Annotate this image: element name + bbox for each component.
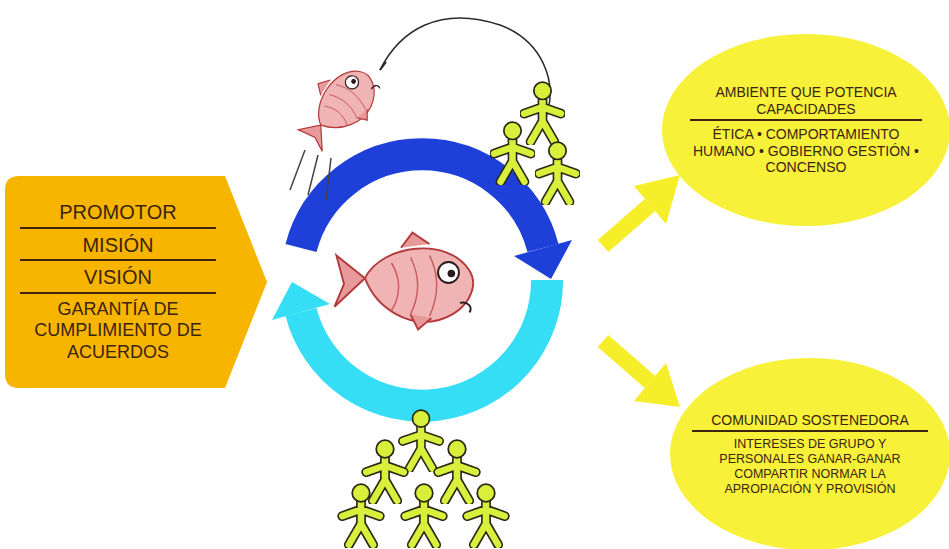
text-group: PROMOTORMISIÓNVISIÓNGARANTÍA DE CUMPLIMI… <box>20 199 216 364</box>
yellow-arrowhead <box>634 175 680 224</box>
cycle-arrowhead <box>272 282 330 320</box>
text-group: COMUNIDAD SOSTENEDORAINTERESES DE GRUPO … <box>692 410 928 499</box>
yellow-arrow <box>603 205 650 246</box>
fish-drawing <box>286 54 389 160</box>
motion-lines <box>290 150 331 200</box>
ellipse-fill <box>662 34 949 226</box>
node-text: MISIÓN <box>20 232 216 262</box>
yellow-arrow <box>603 341 650 382</box>
fishing-line <box>380 18 550 120</box>
node-heading: PROMOTOR <box>20 199 216 229</box>
node-text: VISIÓN <box>20 264 216 294</box>
goal-ellipse: COMUNIDAD SOSTENEDORAINTERESES DE GRUPO … <box>670 358 949 549</box>
fish-drawing <box>335 233 473 330</box>
yellow-arrowhead <box>634 363 680 407</box>
goal-ellipse: AMBIENTE QUE POTENCIA CAPACIDADESÉTICA •… <box>662 34 949 226</box>
pentagon-fill <box>5 176 267 388</box>
people-figures <box>494 82 576 202</box>
people-pyramid <box>342 410 504 545</box>
node-text: INTERESES DE GRUPO Y PERSONALES GANAR-GA… <box>692 435 928 498</box>
cycle-arrowhead <box>514 240 572 279</box>
node-text: GARANTÍA DE CUMPLIMIENTO DE ACUERDOS <box>20 297 216 365</box>
node-heading: COMUNIDAD SOSTENEDORA <box>692 410 928 433</box>
node-heading: AMBIENTE QUE POTENCIA CAPACIDADES <box>690 82 922 121</box>
promoter-box: PROMOTORMISIÓNVISIÓNGARANTÍA DE CUMPLIMI… <box>5 176 267 388</box>
text-group: AMBIENTE QUE POTENCIA CAPACIDADESÉTICA •… <box>690 82 922 178</box>
ellipse-fill <box>670 358 949 549</box>
node-text: ÉTICA • COMPORTAMIENTO HUMANO • GOBIERNO… <box>690 124 922 178</box>
